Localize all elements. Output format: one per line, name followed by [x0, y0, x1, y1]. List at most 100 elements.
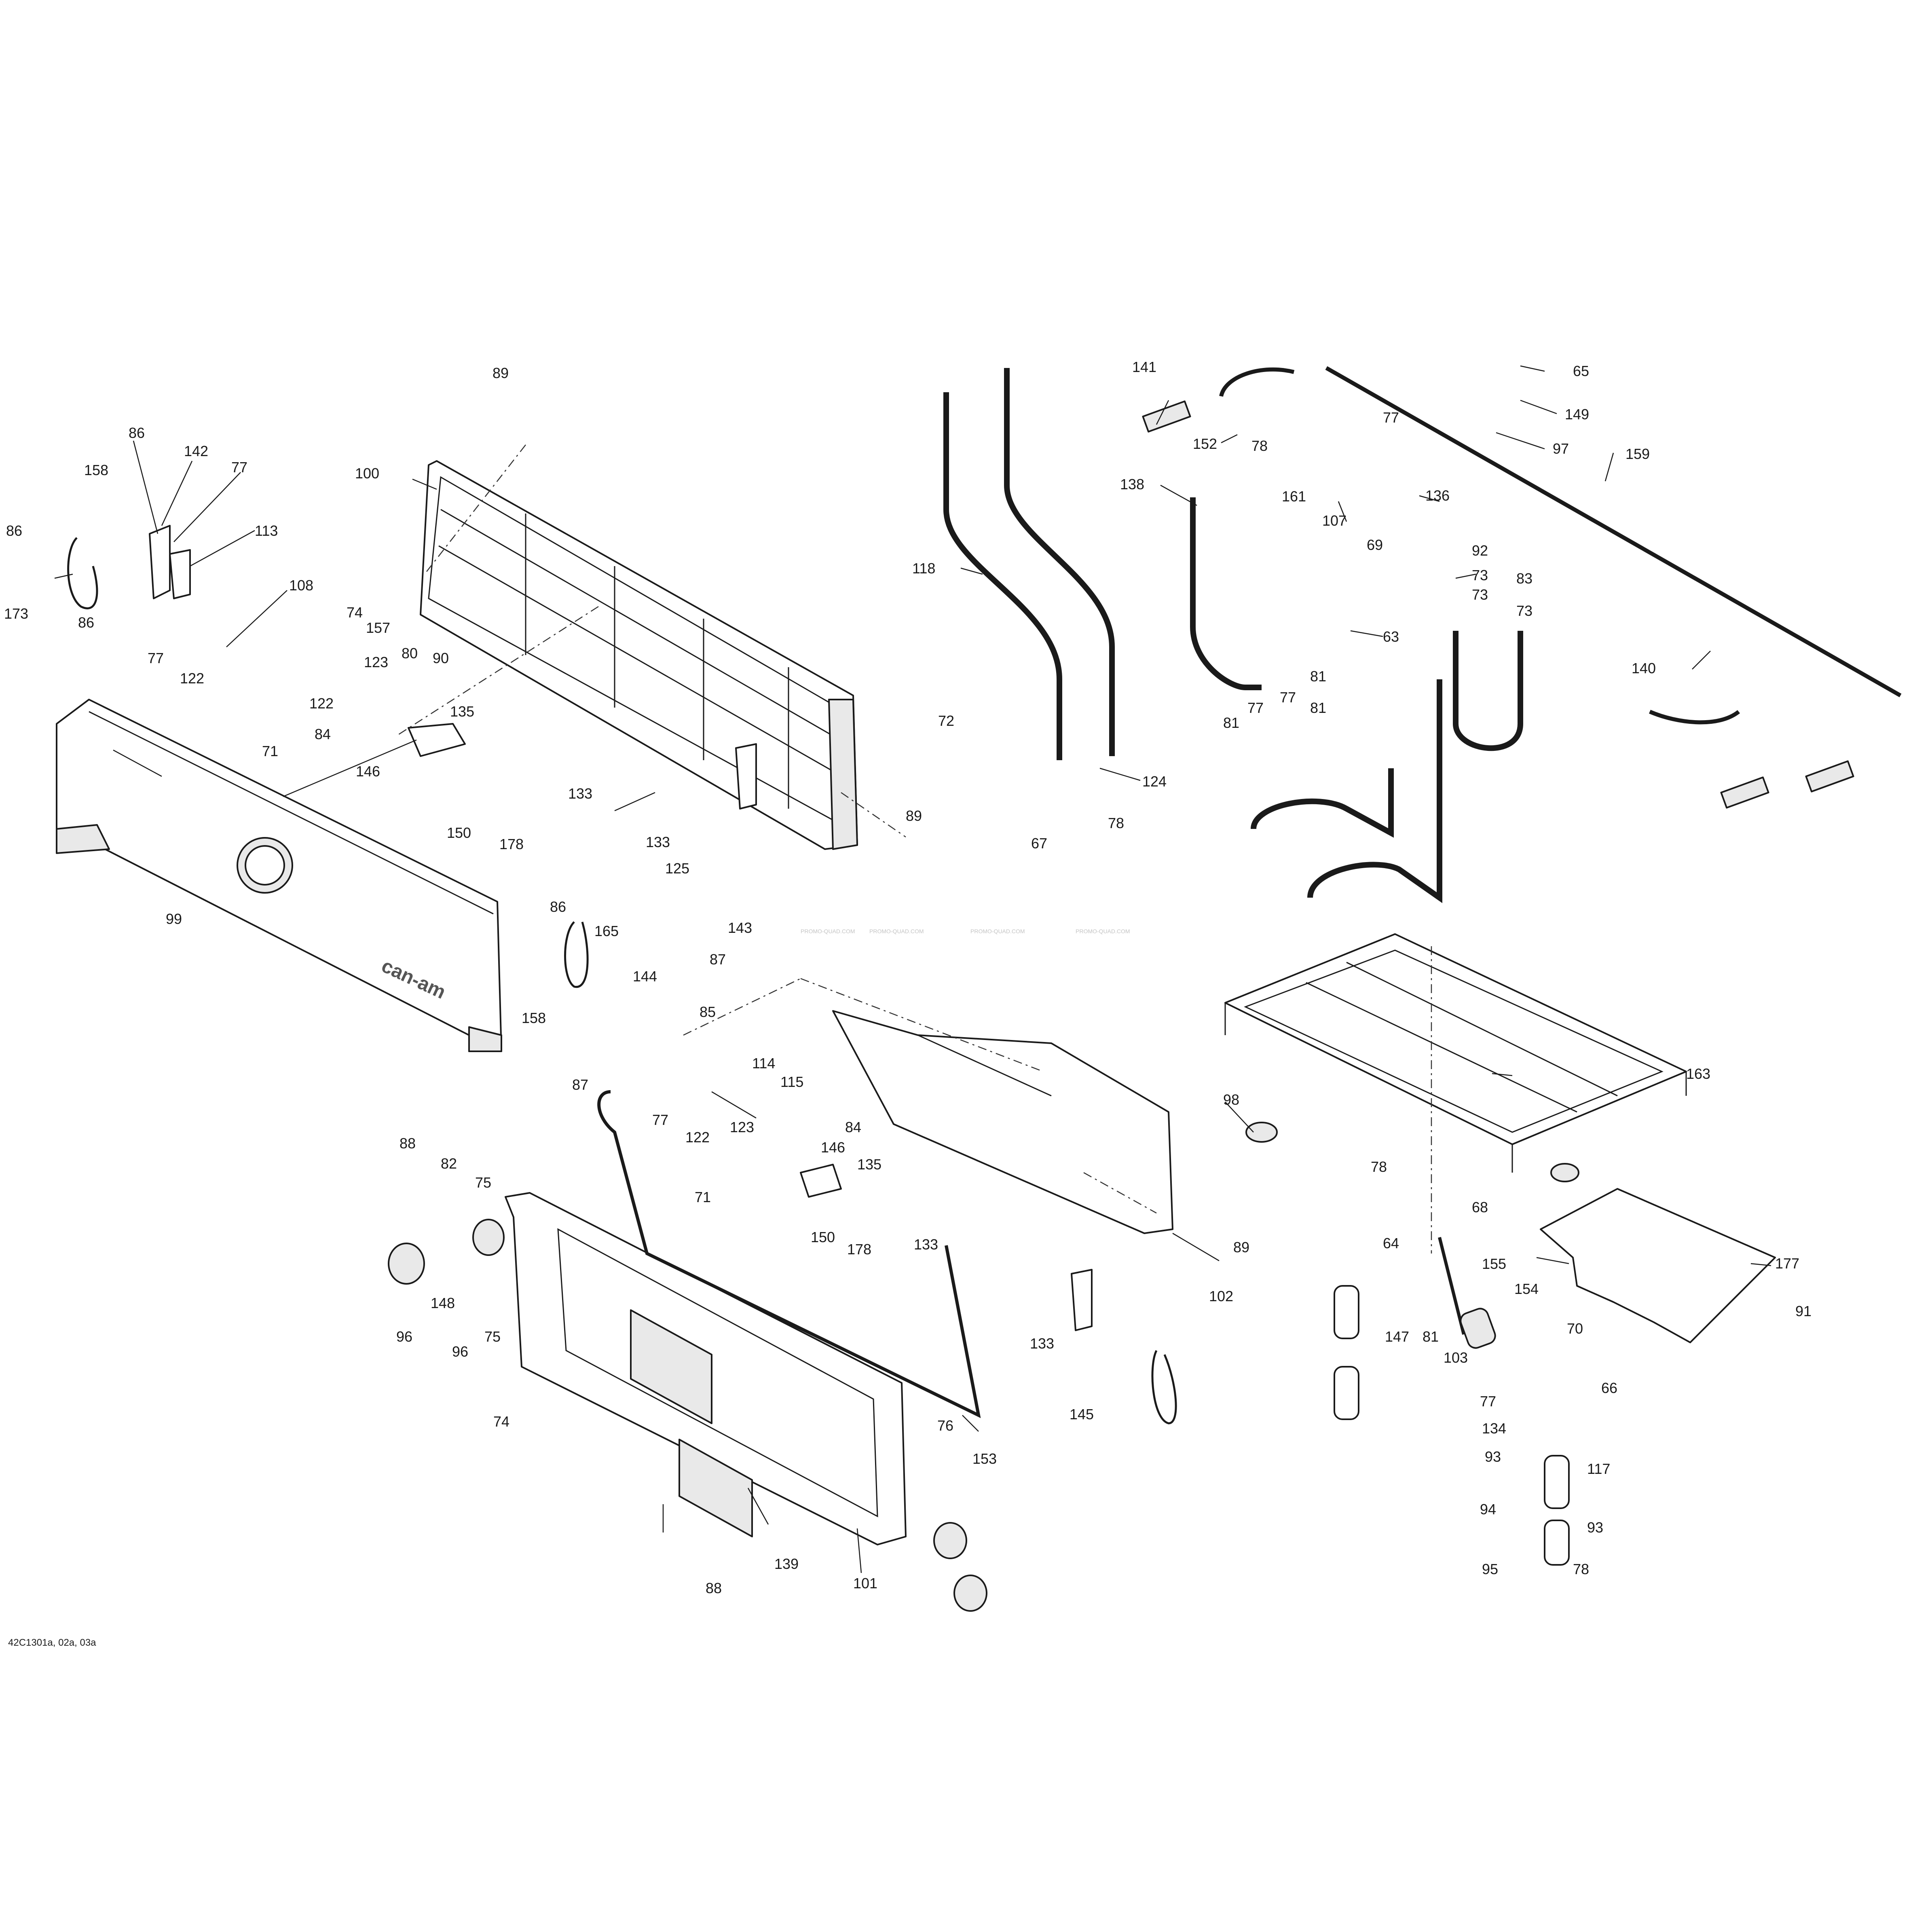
watermark-4: PROMO-QUAD.COM: [1076, 928, 1130, 934]
callout-76: 76: [937, 1417, 953, 1434]
callout-136: 136: [1425, 487, 1450, 504]
callout-158-top: 158: [84, 462, 108, 478]
callout-135-bottom: 135: [857, 1156, 881, 1173]
callout-73-c: 73: [1516, 602, 1532, 619]
callout-77-left: 77: [231, 459, 247, 476]
callout-133-lower: 133: [1030, 1335, 1054, 1352]
callout-77-lower: 77: [1480, 1393, 1496, 1410]
callout-75-top: 75: [475, 1174, 491, 1191]
callout-92: 92: [1472, 542, 1488, 559]
callout-64: 64: [1383, 1235, 1399, 1251]
callout-103: 103: [1444, 1349, 1468, 1366]
callout-69: 69: [1367, 537, 1383, 553]
callout-122-b: 122: [309, 695, 334, 712]
callout-118: 118: [912, 560, 935, 577]
callout-133-bottom: 133: [914, 1236, 938, 1253]
callout-178-top: 178: [499, 836, 524, 852]
tailgate-outer-panel: can-am: [56, 699, 502, 1052]
watermark-3: PROMO-QUAD.COM: [970, 928, 1025, 934]
callout-161: 161: [1282, 488, 1306, 505]
callout-141: 141: [1132, 359, 1156, 375]
callout-108: 108: [289, 577, 313, 594]
callout-89-bottom: 89: [1233, 1239, 1249, 1256]
callout-96-left: 96: [396, 1328, 412, 1345]
roll-bar-rear: [943, 368, 1262, 760]
callout-70: 70: [1567, 1320, 1583, 1337]
cargo-rack: [1224, 933, 1687, 1173]
center-latch-assembly: [408, 723, 1177, 1425]
callout-86-bottom: 86: [78, 614, 94, 631]
callout-77-top: 77: [1383, 409, 1399, 426]
callout-77-mid: 77: [1247, 700, 1264, 716]
callout-123-b: 123: [730, 1119, 754, 1135]
callout-84-top: 84: [315, 726, 331, 742]
watermark-1: PROMO-QUAD.COM: [801, 928, 855, 934]
tailgate-lower-panel: [505, 1192, 907, 1545]
callout-86-top: 86: [129, 425, 145, 441]
callout-91: 91: [1795, 1303, 1812, 1319]
leader-lines: [54, 365, 1771, 1573]
callout-74-top: 74: [347, 604, 363, 621]
callout-177: 177: [1775, 1255, 1799, 1272]
callout-81-b: 81: [1310, 700, 1326, 716]
callout-78-bottom: 78: [1573, 1561, 1589, 1577]
left-hinge-assembly: [67, 525, 191, 609]
callout-144: 144: [633, 968, 657, 985]
callout-158-mid: 158: [522, 1010, 546, 1026]
callout-142: 142: [184, 443, 208, 459]
callout-73-b: 73: [1472, 586, 1488, 603]
callout-82: 82: [441, 1155, 457, 1172]
callout-149: 149: [1565, 406, 1589, 423]
callout-134: 134: [1482, 1420, 1506, 1437]
watermark-group: PROMO-QUAD.COM PROMO-QUAD.COM PROMO-QUAD…: [801, 928, 1130, 934]
callout-150-top: 150: [447, 824, 471, 841]
callout-77-bottom: 77: [148, 650, 164, 666]
callout-133-top: 133: [568, 785, 592, 802]
callout-73-a: 73: [1472, 567, 1488, 583]
tailgate-inner-frame: [420, 460, 858, 850]
callout-101: 101: [853, 1575, 877, 1592]
assembly-lines: [396, 444, 1432, 1253]
callout-81-c: 81: [1223, 714, 1239, 731]
callout-72: 72: [938, 712, 954, 729]
callout-165: 165: [594, 923, 619, 939]
callout-labels: 65 141 149 152 77 97 78 159 161 107 69 1…: [4, 359, 1812, 1596]
callout-146-bottom: 146: [821, 1139, 845, 1156]
suspension-link-assembly: [1334, 1237, 1570, 1566]
callout-89-top: 89: [493, 365, 509, 381]
callout-107: 107: [1322, 512, 1346, 529]
callout-145: 145: [1070, 1406, 1094, 1423]
callout-153: 153: [972, 1450, 997, 1467]
callout-123-a: 123: [364, 654, 388, 670]
callout-122-a: 122: [180, 670, 204, 687]
callout-80: 80: [402, 645, 418, 662]
watermark-2: PROMO-QUAD.COM: [869, 928, 924, 934]
callout-87-bottom: 87: [572, 1076, 588, 1093]
callout-102: 102: [1209, 1288, 1233, 1304]
callout-124: 124: [1142, 773, 1167, 790]
callout-71-top: 71: [262, 743, 278, 759]
tailgate-seal: [597, 1090, 981, 1418]
callout-163: 163: [1686, 1065, 1710, 1082]
callout-74-bottom: 74: [493, 1413, 509, 1430]
callout-77-center: 77: [652, 1112, 668, 1128]
callout-90: 90: [433, 650, 449, 666]
callout-93-bottom: 93: [1587, 1519, 1603, 1536]
callout-122-c: 122: [685, 1129, 710, 1146]
callout-138: 138: [1120, 476, 1144, 493]
callout-71-bottom: 71: [695, 1189, 711, 1205]
callout-115: 115: [780, 1074, 803, 1090]
callout-139: 139: [774, 1556, 799, 1572]
callout-147: 147: [1385, 1328, 1409, 1345]
callout-83: 83: [1516, 570, 1532, 587]
callout-94: 94: [1480, 1501, 1496, 1518]
callout-81-a: 81: [1310, 668, 1326, 685]
callout-78-mid: 78: [1108, 815, 1124, 831]
callout-98: 98: [1223, 1091, 1239, 1108]
roll-bar-side: [1251, 631, 1523, 903]
callout-113: 113: [255, 522, 278, 539]
skid-plate: [1540, 1188, 1776, 1343]
callout-68: 68: [1472, 1199, 1488, 1215]
callout-152: 152: [1193, 435, 1217, 452]
